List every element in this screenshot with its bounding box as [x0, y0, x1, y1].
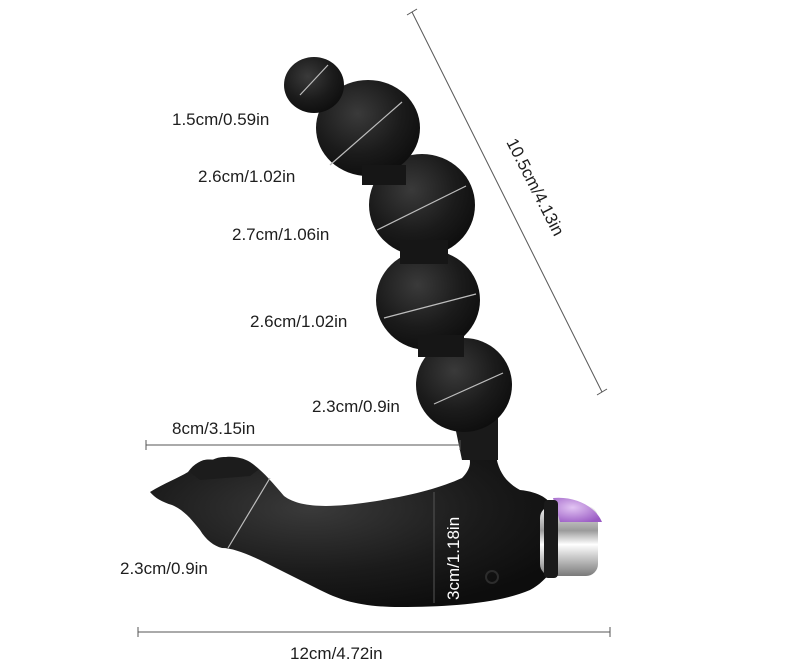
bead-joint: [400, 240, 448, 264]
shaft-length-label: 10.5cm/4.13in: [502, 135, 567, 239]
bead-1-diameter-label: 2.6cm/1.02in: [198, 167, 295, 186]
bead-joint: [418, 335, 464, 357]
bullet-collar: [544, 500, 558, 578]
tip-bead: [284, 57, 344, 113]
product-illustration: [150, 57, 602, 607]
tip-diameter-label: 1.5cm/0.59in: [172, 110, 269, 129]
bead-joint: [362, 165, 406, 185]
base-body: [150, 455, 552, 607]
total-length-label: 12cm/4.72in: [290, 644, 383, 663]
base-height-label: 3cm/1.18in: [444, 517, 463, 600]
arm-tip-width-label: 2.3cm/0.9in: [120, 559, 208, 578]
purple-cap: [553, 497, 602, 522]
power-button-icon: [485, 570, 499, 584]
bead-4: [416, 338, 512, 432]
total-length-dimension: [137, 627, 611, 637]
shaft-length-dimension: [406, 8, 608, 396]
bead-3-diameter-label: 2.6cm/1.02in: [250, 312, 347, 331]
bead-1: [316, 80, 420, 176]
bead-2-diameter-label: 2.7cm/1.06in: [232, 225, 329, 244]
bead-4-diameter-label: 2.3cm/0.9in: [312, 397, 400, 416]
bead-3: [376, 250, 480, 350]
arm-ridges: [190, 457, 258, 480]
arm-length-dimension: [145, 440, 461, 450]
arm-length-label: 8cm/3.15in: [172, 419, 255, 438]
measure-lines: [227, 64, 504, 549]
